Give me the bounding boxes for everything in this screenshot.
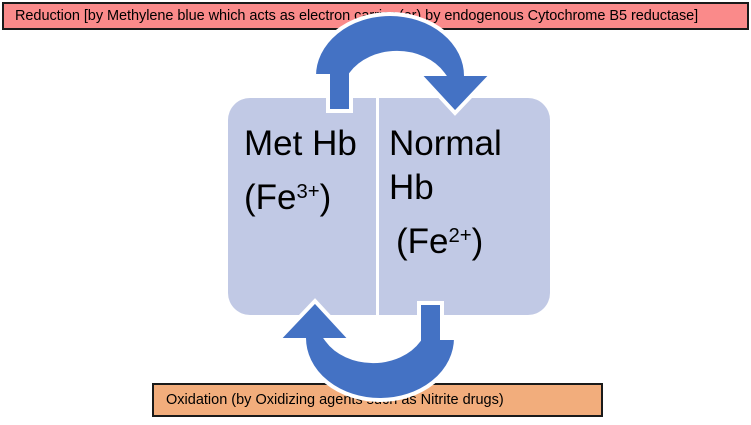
met-hb-state-close: ) (319, 178, 332, 217)
met-hb-state-open: (Fe (244, 178, 297, 217)
oxidation-banner: Oxidation (by Oxidizing agents such as N… (152, 383, 603, 417)
met-hb-name: Met Hb (244, 124, 357, 163)
reduction-banner: Reduction [by Methylene blue which acts … (2, 2, 749, 30)
normal-hb-name-line2: Hb (389, 168, 434, 207)
oxidation-banner-text: Oxidation (by Oxidizing agents such as N… (166, 391, 504, 408)
met-hb-oxidation-state: (Fe3+) (244, 176, 331, 225)
reduction-banner-text: Reduction [by Methylene blue which acts … (15, 7, 699, 24)
met-hb-state-charge: 3+ (296, 181, 320, 204)
hemoglobin-box-divider (376, 96, 379, 317)
normal-hb-panel: Normal Hb (Fe2+) (379, 98, 550, 315)
normal-hb-state-open: (Fe (396, 222, 449, 261)
normal-hb-state-close: ) (471, 222, 484, 261)
hemoglobin-box (228, 98, 550, 315)
normal-hb-name-line1: Normal (389, 124, 502, 163)
normal-hb-oxidation-state: (Fe2+) (396, 220, 483, 269)
normal-hb-state-charge: 2+ (448, 225, 472, 248)
met-hb-panel: Met Hb (Fe3+) (228, 98, 376, 315)
